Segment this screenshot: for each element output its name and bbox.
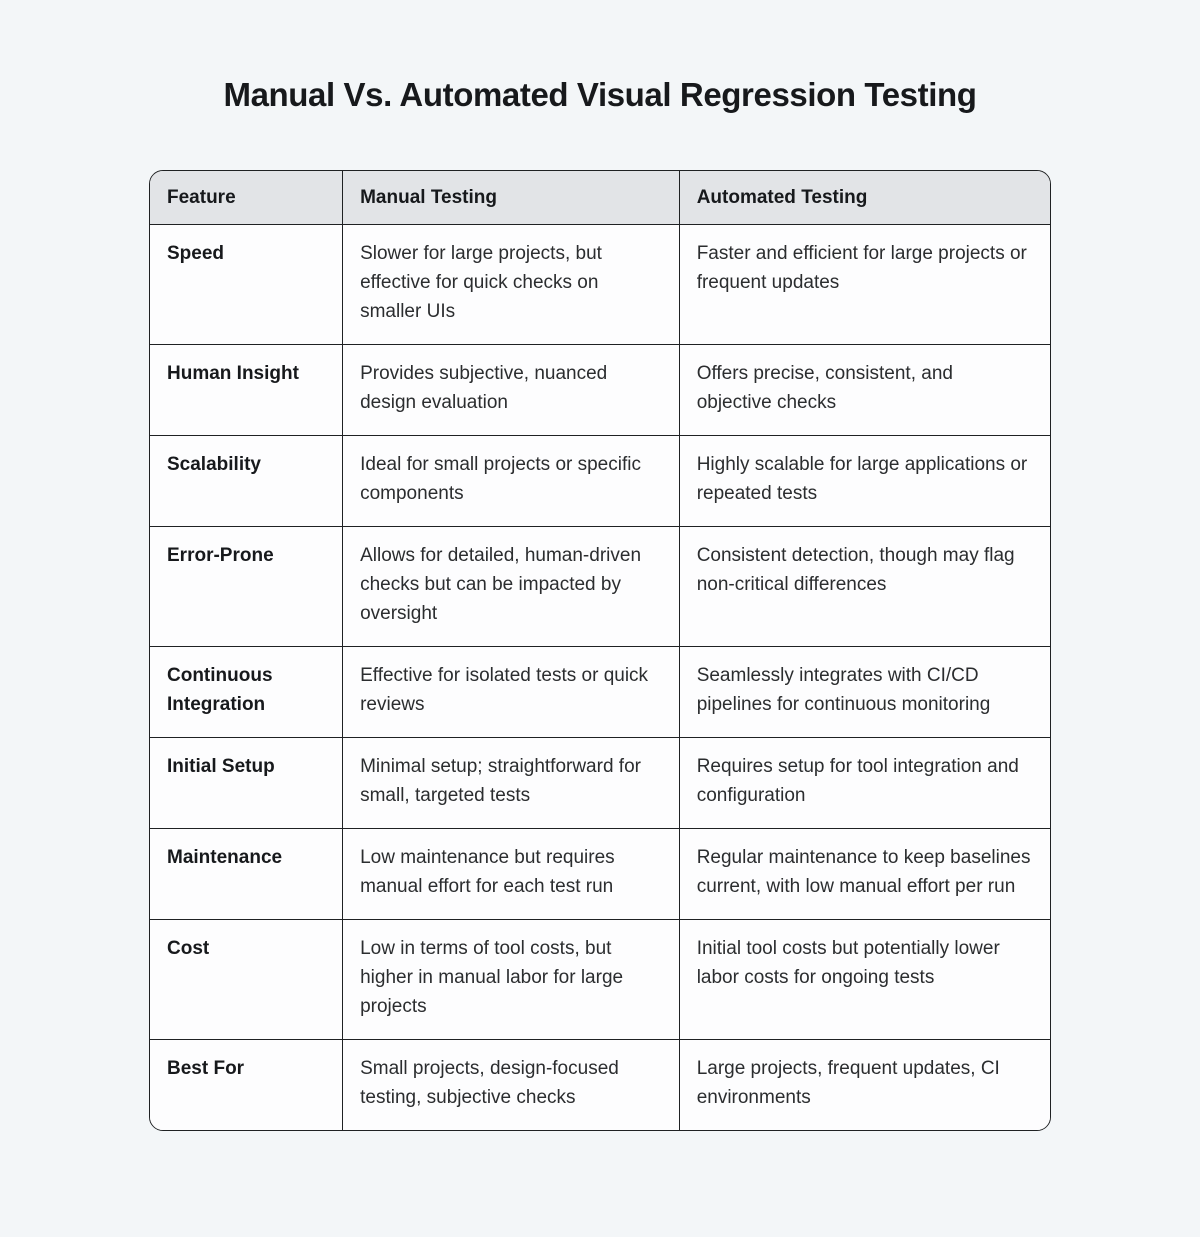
feature-cell: Speed [150, 224, 344, 345]
automated-testing-cell: Highly scalable for large applications o… [678, 435, 1050, 527]
page-title: Manual Vs. Automated Visual Regression T… [223, 76, 977, 113]
manual-testing-cell: Provides subjective, nuanced design eval… [342, 344, 680, 436]
table-row: Initial Setup Minimal setup; straightfor… [150, 737, 1050, 829]
automated-testing-cell: Initial tool costs but potentially lower… [678, 919, 1050, 1040]
feature-cell: Continuous Integration [150, 646, 344, 738]
table-header: Feature Manual Testing Automated Testing [150, 171, 1050, 225]
feature-cell: Human Insight [150, 344, 344, 436]
table-row: Speed Slower for large projects, but eff… [150, 224, 1050, 345]
manual-testing-cell: Slower for large projects, but effective… [342, 224, 680, 345]
comparison-table-container: Feature Manual Testing Automated Testing… [149, 170, 1051, 1131]
automated-testing-cell: Consistent detection, though may flag no… [678, 526, 1050, 647]
column-header-feature: Feature [150, 171, 344, 225]
table-row: Maintenance Low maintenance but requires… [150, 828, 1050, 920]
manual-testing-cell: Ideal for small projects or specific com… [342, 435, 680, 527]
manual-testing-cell: Effective for isolated tests or quick re… [342, 646, 680, 738]
automated-testing-cell: Large projects, frequent updates, CI env… [678, 1039, 1050, 1130]
automated-testing-cell: Offers precise, consistent, and objectiv… [678, 344, 1050, 436]
feature-cell: Initial Setup [150, 737, 344, 829]
feature-cell: Error-Prone [150, 526, 344, 647]
feature-cell: Best For [150, 1039, 344, 1130]
manual-testing-cell: Low in terms of tool costs, but higher i… [342, 919, 680, 1040]
manual-testing-cell: Low maintenance but requires manual effo… [342, 828, 680, 920]
manual-testing-cell: Minimal setup; straightforward for small… [342, 737, 680, 829]
table-row: Best For Small projects, design-focused … [150, 1039, 1050, 1130]
manual-testing-cell: Small projects, design-focused testing, … [342, 1039, 680, 1130]
table-body: Speed Slower for large projects, but eff… [150, 224, 1050, 1130]
column-header-manual-testing: Manual Testing [342, 171, 680, 225]
automated-testing-cell: Seamlessly integrates with CI/CD pipelin… [678, 646, 1050, 738]
table-row: Scalability Ideal for small projects or … [150, 435, 1050, 527]
feature-cell: Cost [150, 919, 344, 1040]
feature-cell: Scalability [150, 435, 344, 527]
feature-cell: Maintenance [150, 828, 344, 920]
automated-testing-cell: Requires setup for tool integration and … [678, 737, 1050, 829]
automated-testing-cell: Faster and efficient for large projects … [678, 224, 1050, 345]
comparison-table: Feature Manual Testing Automated Testing… [150, 171, 1050, 1130]
table-row: Human Insight Provides subjective, nuanc… [150, 344, 1050, 436]
table-row: Cost Low in terms of tool costs, but hig… [150, 919, 1050, 1040]
column-header-automated-testing: Automated Testing [678, 171, 1050, 225]
automated-testing-cell: Regular maintenance to keep baselines cu… [678, 828, 1050, 920]
manual-testing-cell: Allows for detailed, human-driven checks… [342, 526, 680, 647]
table-row: Error-Prone Allows for detailed, human-d… [150, 526, 1050, 647]
header-row: Feature Manual Testing Automated Testing [150, 171, 1050, 225]
table-row: Continuous Integration Effective for iso… [150, 646, 1050, 738]
